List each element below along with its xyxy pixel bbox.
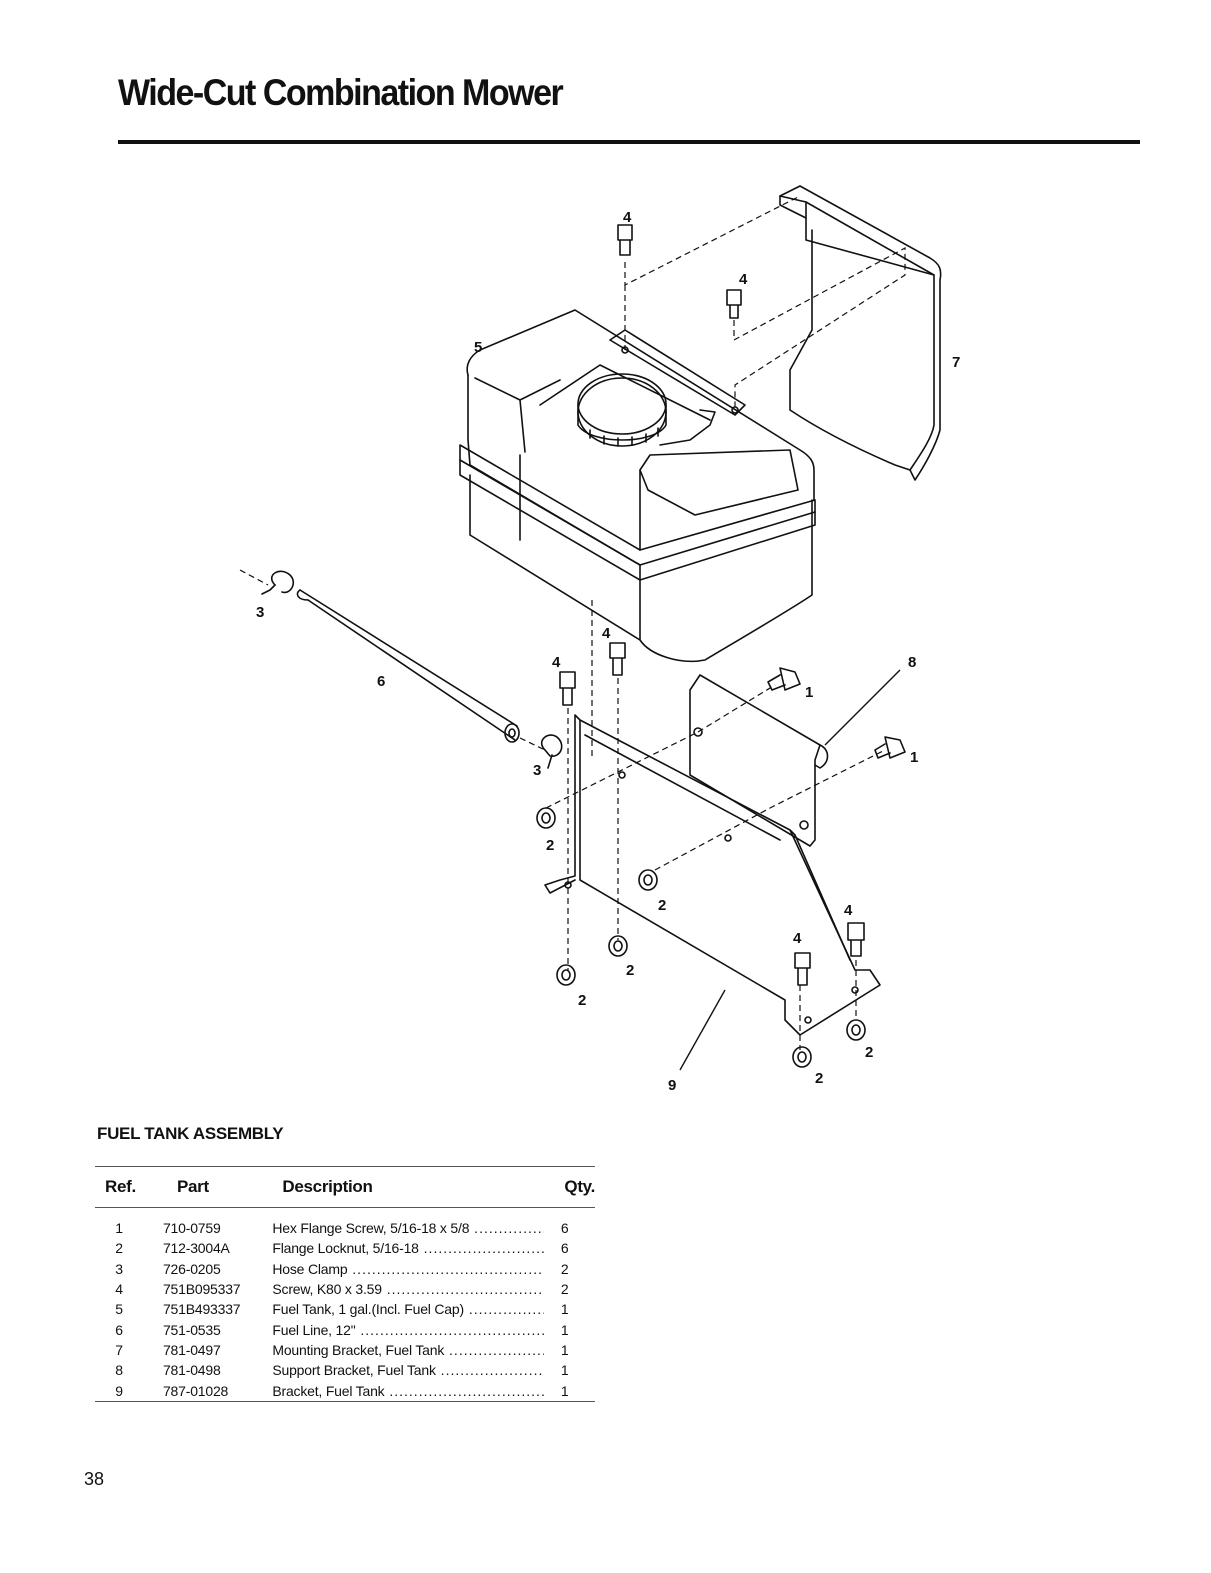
cell-qty: 2 (560, 1281, 569, 1298)
support-bracket-part-8 (689, 674, 829, 847)
callout-9: 9 (668, 1077, 676, 1094)
leader-lines (679, 669, 901, 1071)
cell-ref: 6 (115, 1321, 123, 1338)
section-heading: FUEL TANK ASSEMBLY (97, 1124, 284, 1143)
callout-5: 5 (474, 339, 482, 356)
bracket-part-9 (544, 714, 881, 1036)
table-row: 6 751-0535 Fuel Line, 12" 1 (95, 1319, 595, 1339)
title-rule (118, 140, 1140, 144)
cell-part: 787-01028 (162, 1382, 229, 1399)
header-part: Part (162, 1166, 273, 1208)
cell-ref: 9 (115, 1382, 123, 1399)
cell-description: Support Bracket, Fuel Tank (272, 1362, 544, 1378)
callout-4a: 4 (623, 209, 632, 226)
header-description: Description (272, 1166, 553, 1208)
cell-qty: 1 (560, 1341, 569, 1358)
cell-ref: 5 (115, 1301, 123, 1318)
cell-qty: 1 (560, 1382, 569, 1399)
table-bottom-rule (95, 1400, 595, 1414)
callout-4b: 4 (739, 271, 748, 288)
table-row: 1 710-0759 Hex Flange Screw, 5/16-18 x 5… (95, 1208, 595, 1239)
cell-description: Mounting Bracket, Fuel Tank (272, 1342, 544, 1358)
cell-ref: 3 (115, 1260, 123, 1277)
callout-3a: 3 (256, 604, 264, 621)
exploded-parts-diagram: 1 1 2 2 2 2 2 2 2 3 3 4 4 4 4 4 4 5 6 7 … (239, 185, 960, 1094)
cell-part: 710-0759 (162, 1220, 221, 1237)
cell-qty: 1 (560, 1301, 569, 1318)
cell-description: Bracket, Fuel Tank (272, 1383, 544, 1399)
callout-2f: 2 (815, 1070, 823, 1087)
callout-7: 7 (952, 354, 960, 371)
callout-4f: 4 (793, 930, 802, 947)
cell-description: Hex Flange Screw, 5/16-18 x 5/8 (272, 1220, 544, 1236)
hose-clamp-part-3 (261, 570, 563, 769)
cell-ref: 7 (115, 1341, 123, 1358)
callout-4e: 4 (844, 902, 853, 919)
table-row: 5 751B493337 Fuel Tank, 1 gal.(Incl. Fue… (95, 1299, 595, 1319)
assembly-guide-lines (239, 195, 906, 1050)
cell-ref: 2 (115, 1240, 123, 1257)
callout-8: 8 (908, 654, 916, 671)
locknut-hardware (536, 807, 866, 1068)
cell-part: 726-0205 (162, 1260, 221, 1277)
cell-qty: 6 (560, 1220, 569, 1237)
cell-part: 781-0498 (162, 1362, 221, 1379)
table-row: 7 781-0497 Mounting Bracket, Fuel Tank 1 (95, 1340, 595, 1360)
cell-description: Fuel Tank, 1 gal.(Incl. Fuel Cap) (272, 1301, 544, 1317)
cell-ref: 4 (115, 1281, 123, 1298)
table-row: 4 751B095337 Screw, K80 x 3.59 2 (95, 1279, 595, 1299)
cell-part: 781-0497 (162, 1341, 221, 1358)
cell-qty: 1 (560, 1362, 569, 1379)
callout-1a: 1 (805, 684, 813, 701)
cell-description: Screw, K80 x 3.59 (272, 1281, 544, 1297)
cell-description: Fuel Line, 12" (272, 1322, 544, 1338)
fuel-tank-part-5 (459, 309, 816, 663)
cell-part: 751-0535 (162, 1321, 221, 1338)
cell-part: 751B493337 (162, 1301, 241, 1318)
callout-labels: 1 1 2 2 2 2 2 2 2 3 3 4 4 4 4 4 4 5 6 7 … (256, 209, 960, 1094)
callout-6: 6 (377, 673, 385, 690)
callout-4c: 4 (602, 625, 611, 642)
callout-2d: 2 (578, 992, 586, 1009)
cell-part: 712-3004A (162, 1240, 230, 1257)
cell-qty: 6 (560, 1240, 569, 1257)
page-number: 38 (84, 1469, 105, 1489)
header-qty: Qty. (552, 1166, 595, 1208)
header-ref: Ref. (95, 1166, 163, 1208)
callout-2b: 2 (658, 897, 666, 914)
fuel-line-part-6 (296, 589, 520, 743)
page-title: Wide-Cut Combination Mower (118, 72, 564, 114)
parts-list-table: Ref. Part Description Qty. 1 710-0759 He… (95, 1166, 595, 1414)
callout-2a: 2 (546, 837, 554, 854)
callout-1b: 1 (910, 749, 918, 766)
callout-2e: 2 (865, 1044, 873, 1061)
cell-description: Hose Clamp (272, 1261, 544, 1277)
table-row: 3 726-0205 Hose Clamp 2 (95, 1259, 595, 1279)
cell-ref: 8 (115, 1362, 123, 1379)
callout-4d: 4 (552, 654, 561, 671)
table-row: 8 781-0498 Support Bracket, Fuel Tank 1 (95, 1360, 595, 1380)
callout-2c: 2 (626, 962, 634, 979)
cell-ref: 1 (115, 1220, 123, 1237)
table-header-row: Ref. Part Description Qty. (95, 1166, 595, 1208)
cell-qty: 1 (560, 1321, 569, 1338)
mounting-bracket-part-7 (779, 185, 942, 481)
cell-part: 751B095337 (162, 1281, 241, 1298)
cell-qty: 2 (560, 1260, 569, 1277)
callout-3b: 3 (533, 762, 541, 779)
table-row: 9 787-01028 Bracket, Fuel Tank 1 (95, 1380, 595, 1401)
cell-description: Flange Locknut, 5/16-18 (272, 1240, 544, 1256)
table-row: 2 712-3004A Flange Locknut, 5/16-18 6 (95, 1238, 595, 1258)
